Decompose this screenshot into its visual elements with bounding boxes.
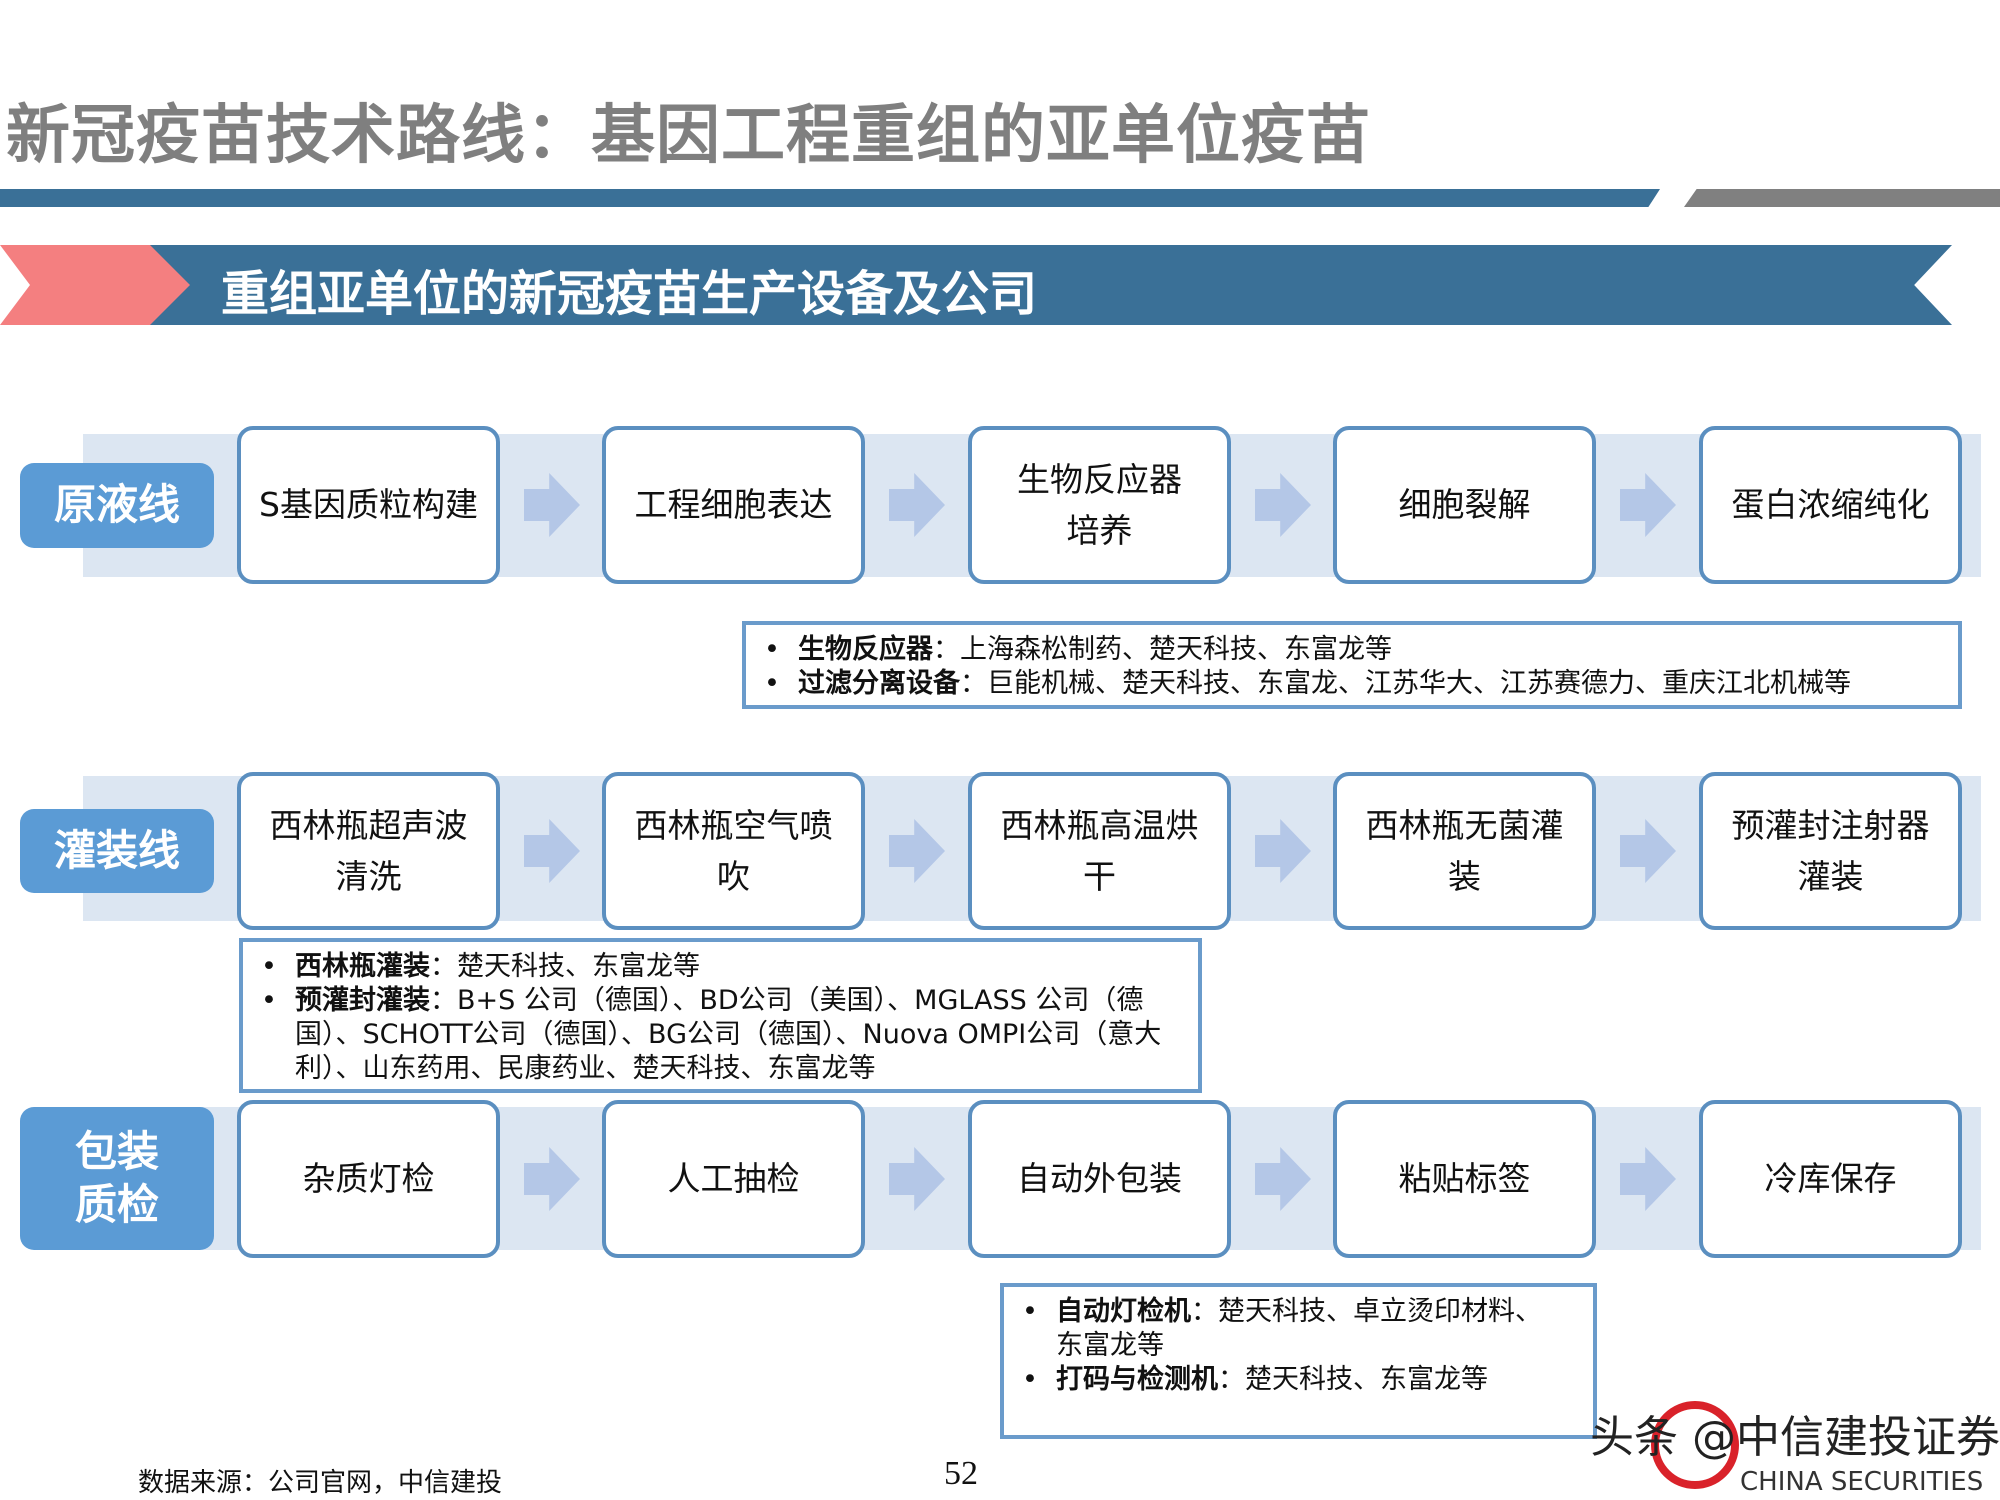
section-banner-title: 重组亚单位的新冠疫苗生产设备及公司 [221,266,1038,322]
note-fill-line: 西林瓶灌装：楚天科技、东富龙等预灌封灌装：B+S 公司（德国）、BD公司（美国）… [239,938,1202,1093]
source-note: 数据来源：公司官网，中信建投 [138,1468,503,1498]
process-step: 西林瓶无菌灌 装 [1333,772,1596,930]
note-bulk-line: 生物反应器：上海森松制药、楚天科技、东富龙等过滤分离设备：巨能机械、楚天科技、东… [742,621,1962,709]
page-number: 52 [944,1455,978,1492]
note-item: 西林瓶灌装：楚天科技、东富龙等 [261,950,1182,984]
note-item: 生物反应器：上海森松制药、楚天科技、东富龙等 [764,633,1942,667]
note-item: 过滤分离设备：巨能机械、楚天科技、东富龙、江苏华大、江苏赛德力、重庆江北机械等 [764,667,1942,701]
note-packaging-line: 自动灯检机：楚天科技、卓立烫印材料、东富龙等打码与检测机：楚天科技、东富龙等 [1000,1283,1597,1439]
row-label-filling: 灌装线 [20,809,214,893]
note-item-key: 西林瓶灌装 [295,951,430,982]
title-underline-blue [0,189,1660,207]
process-step: 粘贴标签 [1333,1100,1596,1258]
process-step: 西林瓶超声波 清洗 [237,772,500,930]
note-item-value: ：楚天科技、东富龙等 [430,951,700,982]
china-securities-seal-icon [1651,1401,1739,1489]
note-item-key: 生物反应器 [798,634,933,665]
note-item-value: ：B+S 公司（德国）、BD公司（美国）、MGLASS 公司（德国）、SCHOT… [295,985,1162,1084]
note-item-value: ：楚天科技、卓立烫印材料、东富龙等 [1056,1296,1542,1361]
process-step: 西林瓶空气喷 吹 [602,772,865,930]
note-item-key: 过滤分离设备 [798,668,960,699]
page-title: 新冠疫苗技术路线：基因工程重组的亚单位疫苗 [6,99,1371,173]
process-step: S基因质粒构建 [237,426,500,584]
title-underline-gray [1684,189,2000,207]
row-label-packaging-qc: 包装 质检 [20,1107,214,1250]
process-step: 冷库保存 [1699,1100,1962,1258]
process-step: 预灌封注射器 灌装 [1699,772,1962,930]
note-item: 自动灯检机：楚天科技、卓立烫印材料、东富龙等 [1022,1295,1553,1363]
note-item: 打码与检测机：楚天科技、东富龙等 [1022,1363,1553,1397]
note-item-key: 自动灯检机 [1056,1296,1191,1327]
watermark-logo: 头条 @中信建投证券 CHINA SECURITIES [1590,1401,2000,1497]
process-step: 细胞裂解 [1333,426,1596,584]
process-step: 杂质灯检 [237,1100,500,1258]
banner-ribbon [150,245,1952,325]
note-item-key: 打码与检测机 [1056,1364,1218,1395]
watermark-text: 头条 @中信建投证券 [1590,1412,2000,1463]
process-step: 人工抽检 [602,1100,865,1258]
note-item-key: 预灌封灌装 [295,985,430,1016]
note-item-value: ：巨能机械、楚天科技、东富龙、江苏华大、江苏赛德力、重庆江北机械等 [960,668,1851,699]
process-step: 蛋白浓缩纯化 [1699,426,1962,584]
note-item: 预灌封灌装：B+S 公司（德国）、BD公司（美国）、MGLASS 公司（德国）、… [261,984,1182,1086]
process-step: 生物反应器 培养 [968,426,1231,584]
watermark-sub: CHINA SECURITIES [1740,1467,1983,1497]
note-item-value: ：上海森松制药、楚天科技、东富龙等 [933,634,1392,665]
process-step: 工程细胞表达 [602,426,865,584]
process-step: 自动外包装 [968,1100,1231,1258]
process-step: 西林瓶高温烘 干 [968,772,1231,930]
note-item-value: ：楚天科技、东富龙等 [1218,1364,1488,1395]
row-label-bulk-solution: 原液线 [20,463,214,548]
